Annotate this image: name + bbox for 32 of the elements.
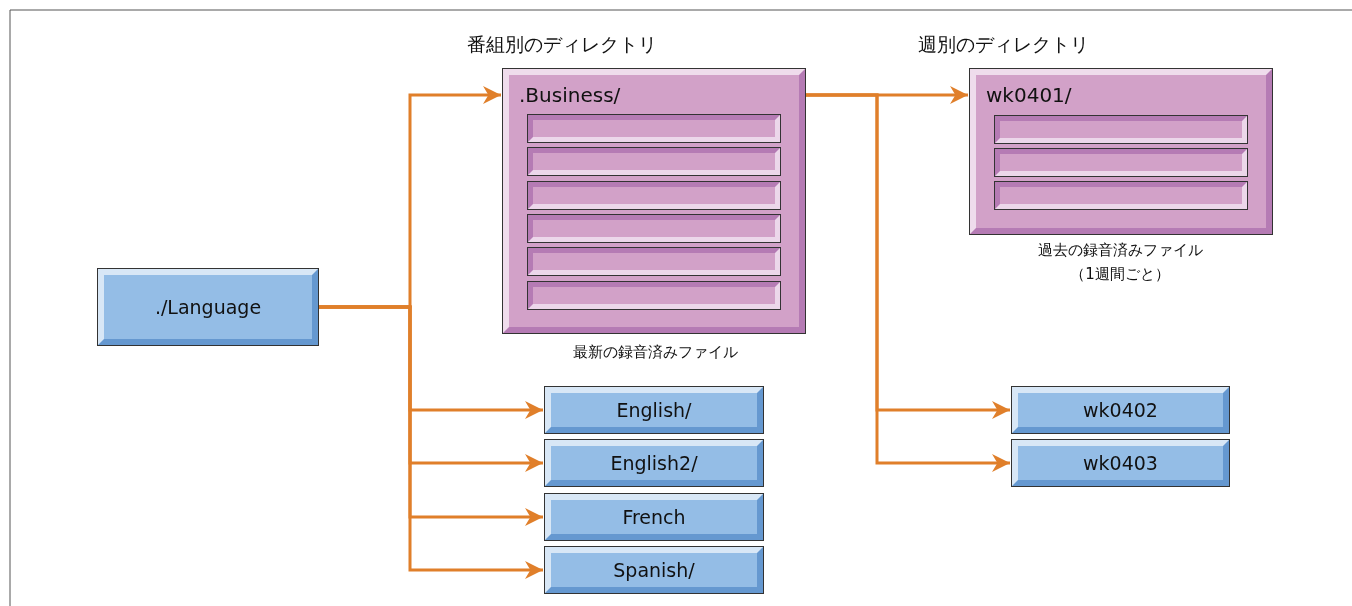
file-bar xyxy=(528,182,780,209)
directory-name: ./Language xyxy=(154,296,262,318)
directory-box xyxy=(970,69,1272,234)
directory-name: wk0403 xyxy=(1083,452,1158,474)
arrow xyxy=(319,305,543,579)
directory-box xyxy=(545,547,763,593)
file-bar xyxy=(995,149,1247,176)
directory-box xyxy=(503,69,805,333)
column-heading: 番組別のディレクトリ xyxy=(467,32,657,57)
node-label: 最新の録音済みファイル xyxy=(571,342,739,363)
directory-box xyxy=(1012,440,1229,486)
file-bar xyxy=(528,148,780,175)
file-bar xyxy=(995,116,1247,143)
directory-box xyxy=(545,494,763,540)
file-bar xyxy=(528,282,780,309)
directory-box xyxy=(98,269,318,345)
file-bar xyxy=(528,115,780,142)
directory-box xyxy=(1012,387,1229,433)
directory-box xyxy=(545,387,763,433)
directory-name: wk0401/ xyxy=(986,83,1072,107)
file-bar xyxy=(528,248,780,275)
file-bar xyxy=(528,215,780,242)
column-heading: 週別のディレクトリ xyxy=(918,32,1089,57)
directory-box xyxy=(545,440,763,486)
file-bar xyxy=(995,182,1247,209)
directory-name: English/ xyxy=(616,399,692,421)
directory-name: wk0402 xyxy=(1083,399,1158,421)
directory-name: .Business/ xyxy=(519,83,621,107)
directory-name: English2/ xyxy=(610,452,698,474)
directory-name: French xyxy=(622,506,686,528)
directory-name: Spanish/ xyxy=(613,559,695,581)
node-label: 過去の録音済みファイル（1週間ごと） xyxy=(1036,240,1204,285)
